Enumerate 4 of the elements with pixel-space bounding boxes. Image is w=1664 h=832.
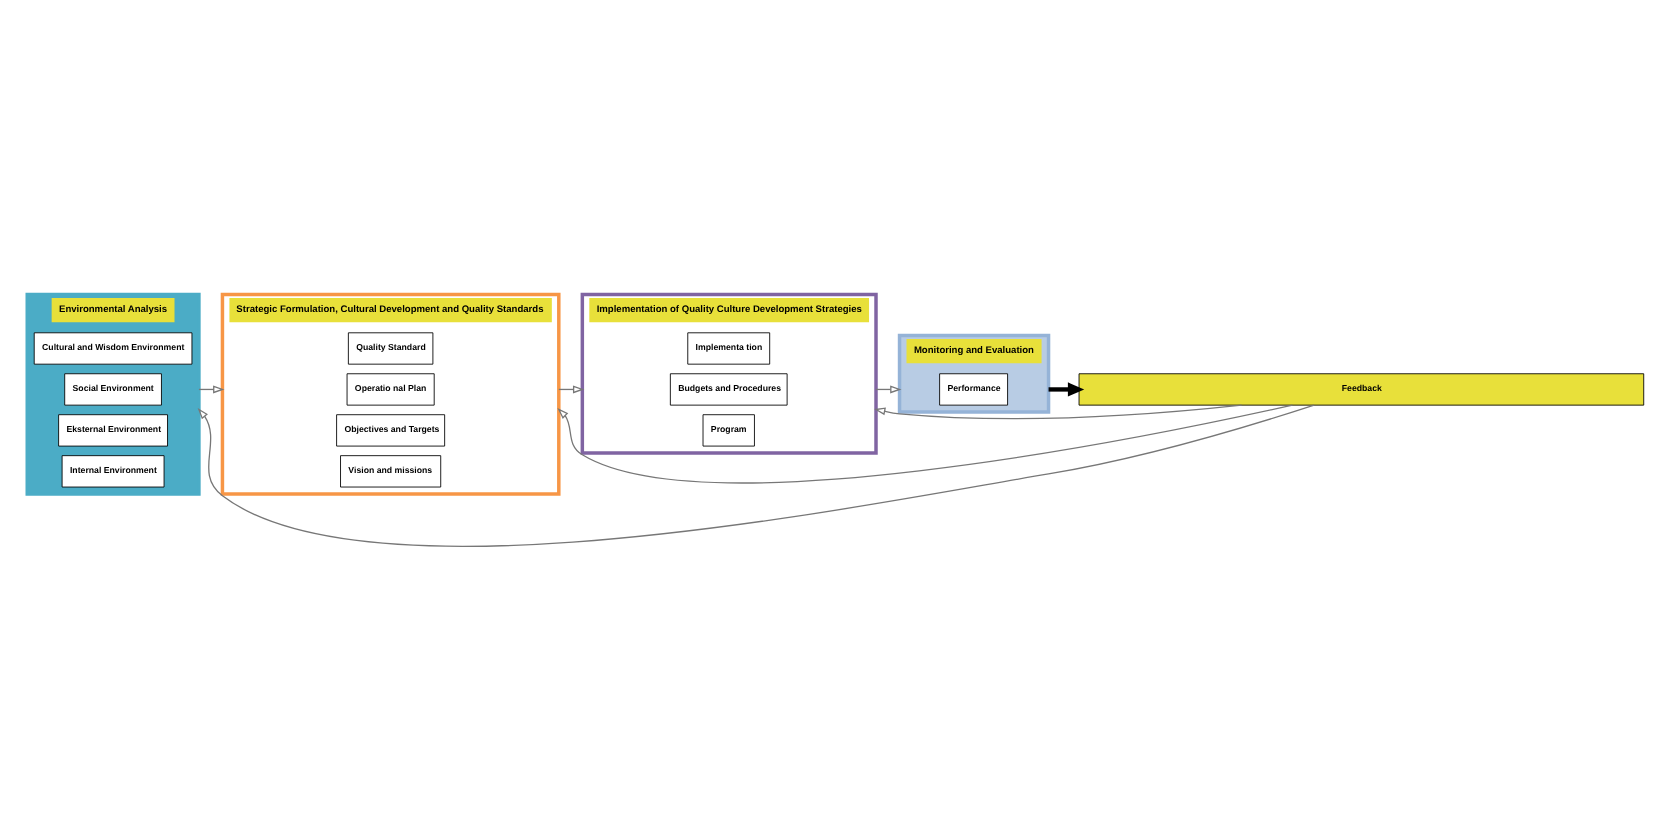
arrow [874,403,1243,419]
arrow [557,403,1294,483]
arrow [1048,381,1085,396]
arrow [197,403,1315,546]
